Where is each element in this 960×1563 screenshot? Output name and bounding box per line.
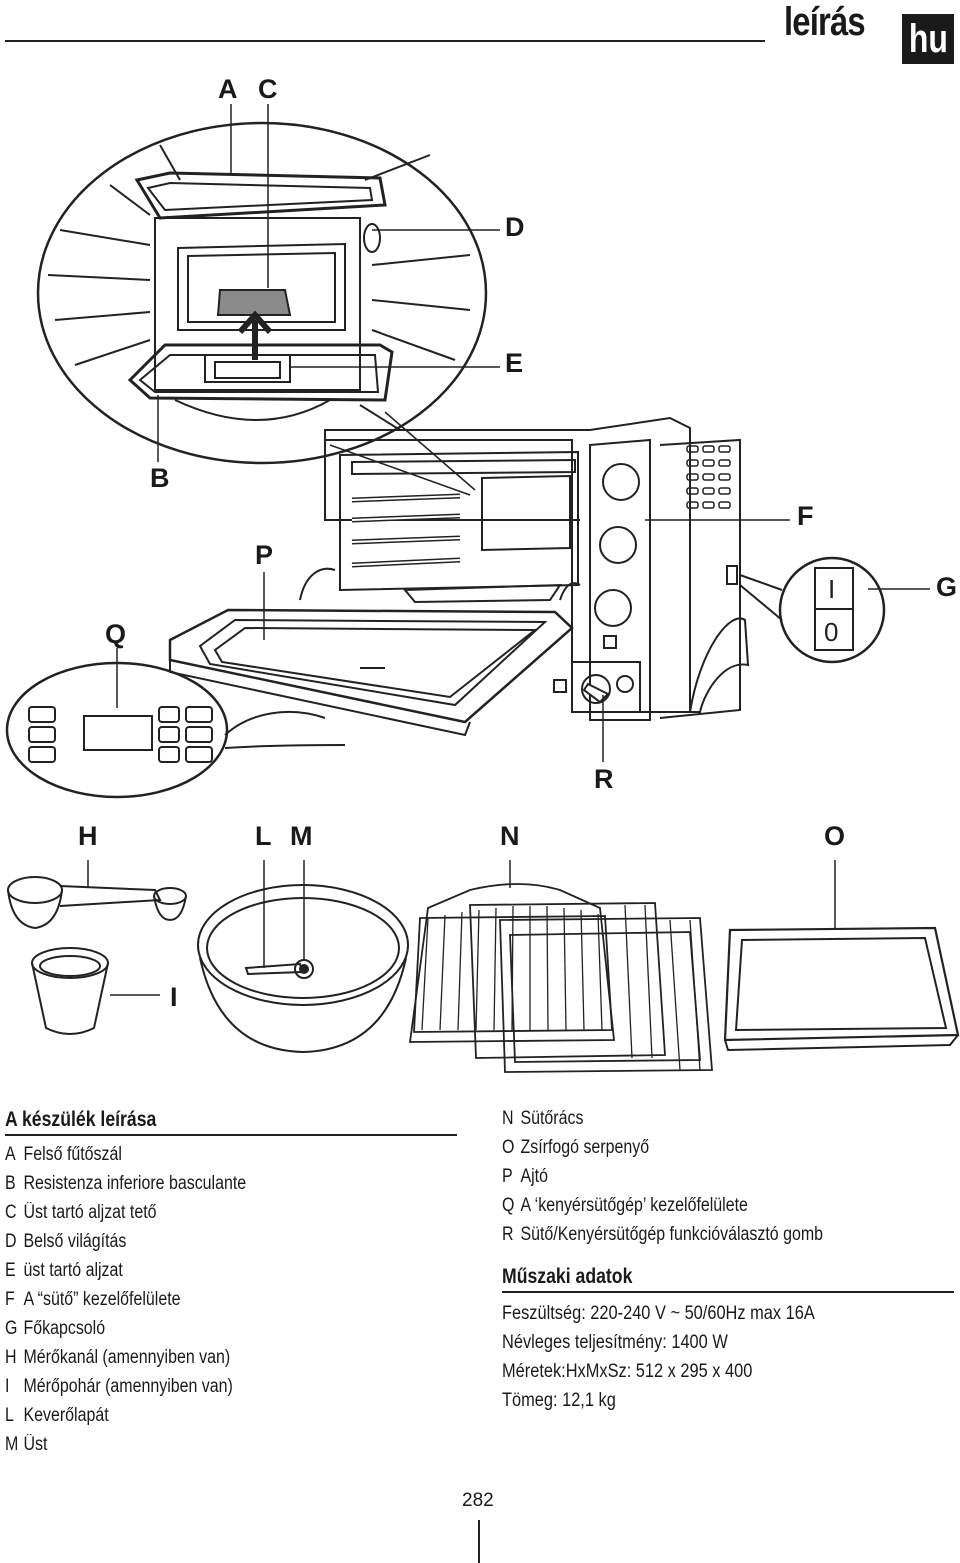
- language-code: hu: [908, 17, 948, 61]
- footer-rule: [478, 1520, 480, 1563]
- wire-racks: [408, 860, 713, 1073]
- measuring-cup: [31, 947, 160, 1035]
- callout-a: A: [218, 74, 238, 104]
- callout-i: I: [170, 982, 178, 1012]
- leader-lines: [116, 104, 930, 762]
- switch-off-mark: 0: [824, 617, 838, 647]
- main-switch-detail: [739, 556, 886, 664]
- drip-pan: [723, 860, 960, 1052]
- spec-voltage: Feszültség: 220-240 V ~ 50/60Hz max 16A: [502, 1302, 815, 1324]
- switch-on-mark: I: [828, 574, 835, 604]
- callout-d: D: [505, 212, 525, 242]
- page-number: 282: [462, 1490, 494, 1511]
- spec-weight: Tömeg: 12,1 kg: [502, 1389, 616, 1411]
- oven-body: [324, 416, 750, 721]
- figure-callouts: A C D E B P F G Q R H L M N O I I 0: [78, 74, 957, 1012]
- callout-p: P: [255, 540, 273, 570]
- callout-b: B: [150, 463, 170, 493]
- bowl-with-paddle: [197, 860, 409, 1054]
- bread-panel-detail: [5, 661, 346, 799]
- callout-o: O: [824, 821, 845, 851]
- appliance-illustration: A C D E B P F G Q R H L M N O I I 0: [5, 74, 960, 1073]
- spec-dimensions: Méretek:HxMxSz: 512 x 295 x 400: [502, 1360, 753, 1382]
- interior-detail-ellipse: [36, 121, 488, 465]
- callout-r: R: [594, 764, 614, 794]
- callout-n: N: [500, 821, 520, 851]
- language-badge: hu: [902, 14, 954, 64]
- callout-f: F: [797, 501, 814, 531]
- callout-g: G: [936, 572, 957, 602]
- header-rule: [5, 40, 765, 42]
- callout-c: C: [258, 74, 278, 104]
- callout-q: Q: [105, 619, 126, 649]
- vent-slots: [686, 445, 731, 509]
- parts-section-title: A készülék leírása: [5, 1108, 457, 1136]
- measuring-spoon: [7, 860, 187, 930]
- page-header-title: leírás: [784, 0, 866, 44]
- specs-section-title: Műszaki adatok: [502, 1265, 954, 1293]
- callout-e: E: [505, 348, 523, 378]
- callout-m: M: [290, 821, 313, 851]
- callout-l: L: [255, 821, 272, 851]
- spec-power: Névleges teljesítmény: 1400 W: [502, 1331, 728, 1353]
- specs-list: Feszültség: 220-240 V ~ 50/60Hz max 16A …: [502, 1299, 954, 1415]
- oven-door: [168, 567, 581, 737]
- callout-h: H: [78, 821, 98, 851]
